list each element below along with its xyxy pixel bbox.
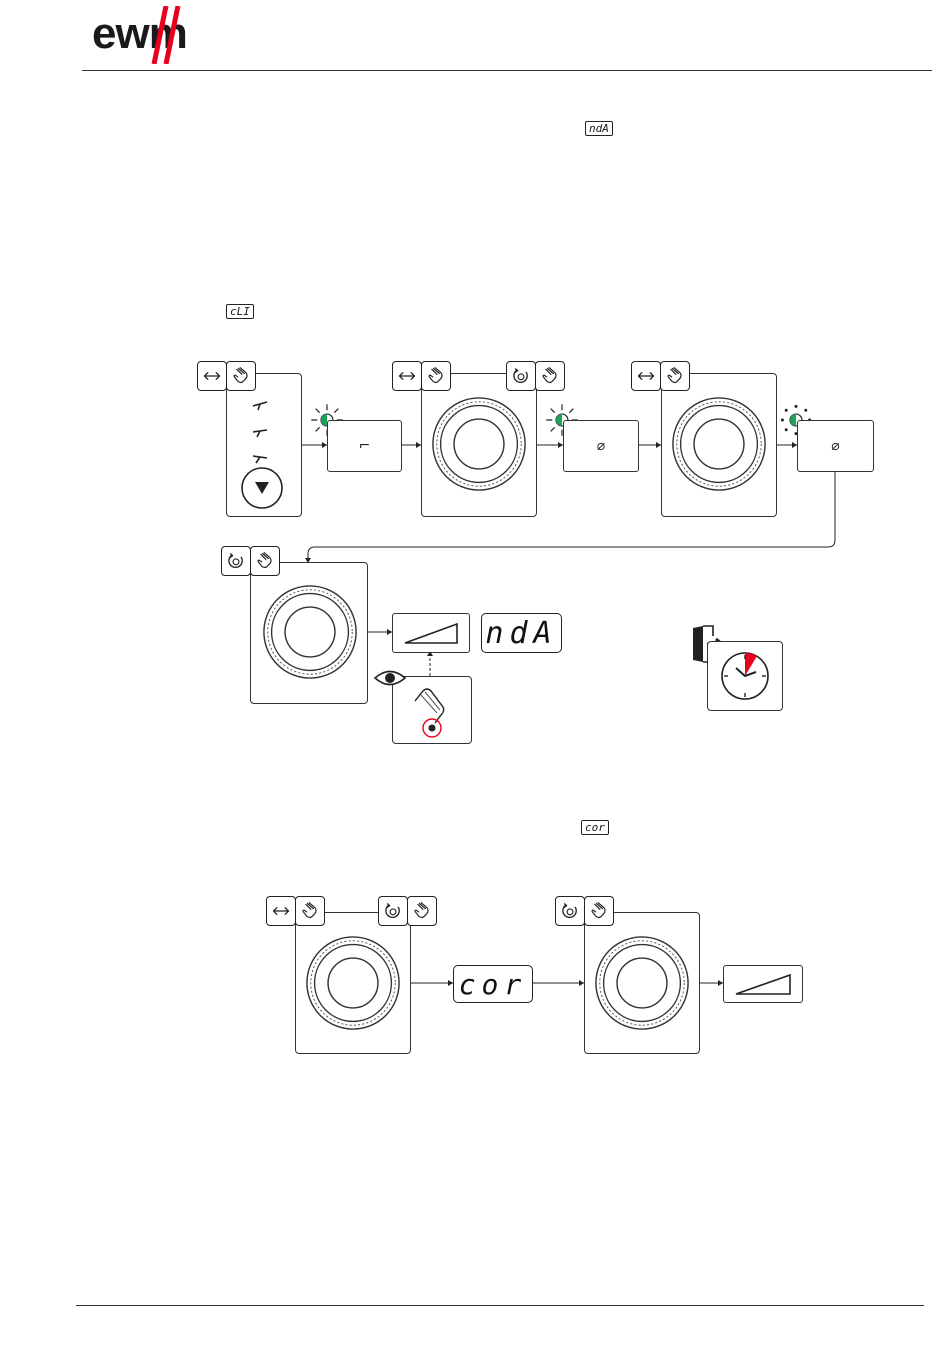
clock-icon (708, 642, 782, 710)
ramp-icon (732, 971, 794, 997)
hand-press-icon (535, 361, 565, 391)
eye-icon (373, 665, 407, 691)
knob-panel-2 (661, 373, 777, 517)
footer-rule (76, 1305, 924, 1306)
electrode-symbol: ⌐ (359, 438, 371, 454)
diameter-value-box-2: ⌀ (797, 420, 874, 472)
hand-press-icon (226, 361, 256, 391)
knob-panel-1 (421, 373, 537, 517)
diameter-value-box: ⌀ (563, 420, 639, 472)
hand-press-icon (407, 896, 437, 926)
rotate-knob-icon[interactable] (506, 361, 536, 391)
control-knob[interactable] (305, 935, 401, 1031)
control-knob[interactable] (594, 935, 690, 1031)
toggle-button[interactable] (631, 361, 661, 391)
rotate-knob-icon[interactable] (221, 546, 251, 576)
rotate-knob-icon[interactable] (555, 896, 585, 926)
toggle-button[interactable] (392, 361, 422, 391)
control-knob[interactable] (671, 396, 767, 492)
control-knob[interactable] (262, 584, 358, 680)
hand-press-icon (584, 896, 614, 926)
knob-panel-b1 (295, 912, 411, 1054)
rotate-knob-icon[interactable] (378, 896, 408, 926)
timer-panel (707, 641, 783, 711)
electrode-value-box: ⌐ (327, 420, 402, 472)
hand-press-icon (250, 546, 280, 576)
hand-press-icon (421, 361, 451, 391)
diameter-symbol: ⌀ (831, 438, 839, 454)
ramp-icon (401, 620, 461, 646)
knob-panel-3 (250, 562, 368, 704)
electrode-select-panel (226, 373, 302, 517)
control-knob[interactable] (431, 396, 527, 492)
toggle-button[interactable] (197, 361, 227, 391)
knob-panel-b2 (584, 912, 700, 1054)
diameter-symbol: ⌀ (597, 438, 605, 454)
ramp-display (392, 613, 470, 653)
hand-press-icon (295, 896, 325, 926)
toggle-button[interactable] (266, 896, 296, 926)
display-cor: cor (453, 965, 533, 1003)
ramp-display-b (723, 965, 803, 1003)
hand-press-icon (660, 361, 690, 391)
display-nda: ndA (481, 613, 562, 653)
